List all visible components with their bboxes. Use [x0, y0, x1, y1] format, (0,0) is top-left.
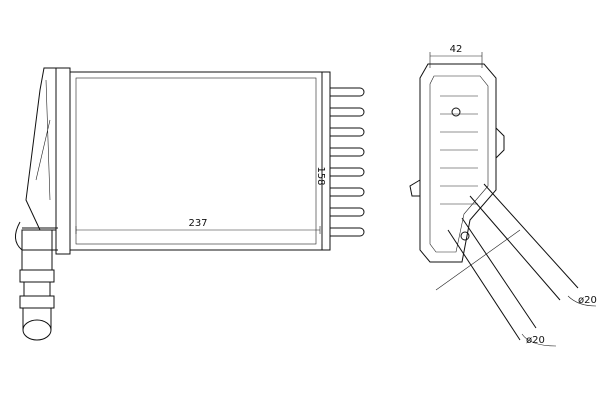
right-tank — [321, 71, 331, 251]
side-tab-left — [409, 179, 421, 197]
fin-loop — [330, 107, 365, 117]
pipe-end — [22, 319, 52, 341]
pipe-collar-2 — [19, 295, 55, 309]
pipe-lower — [23, 281, 51, 297]
leader-1 — [567, 295, 597, 307]
depth-label: 42 — [450, 44, 463, 55]
bracket-detail — [35, 79, 51, 201]
pipe-diameter-label-2: ø20 — [526, 335, 545, 346]
tank-inner — [429, 75, 489, 253]
fin-loop — [330, 87, 365, 97]
mount-hole-bottom — [460, 231, 470, 241]
fin-loops — [330, 87, 365, 237]
fin-loop — [330, 167, 365, 177]
height-label: 158 — [315, 166, 326, 185]
width-label: 237 — [188, 218, 207, 229]
fin-loop — [330, 147, 365, 157]
tank-ribs — [440, 95, 478, 205]
leader-2 — [521, 333, 557, 347]
pipe-collar-1 — [19, 269, 55, 283]
mount-hole-top — [451, 107, 461, 117]
left-tank — [55, 67, 71, 255]
tank-outline — [419, 63, 497, 263]
mounting-bracket — [25, 67, 57, 231]
fin-loop — [330, 127, 365, 137]
fin-loop — [330, 187, 365, 197]
pipe-end-walls — [22, 308, 52, 330]
side-tab — [495, 127, 505, 159]
front-view: 237 158 — [15, 67, 365, 341]
section-line — [435, 229, 521, 291]
depth-dimension-line — [429, 52, 483, 68]
pipes — [447, 183, 579, 341]
fin-loop — [330, 227, 365, 237]
core-inner — [75, 77, 317, 245]
fin-loop — [330, 207, 365, 217]
side-view: 42 ø20 ø20 — [409, 44, 597, 347]
pipe-diameter-label-1: ø20 — [578, 295, 597, 306]
width-dimension-line — [75, 226, 321, 234]
